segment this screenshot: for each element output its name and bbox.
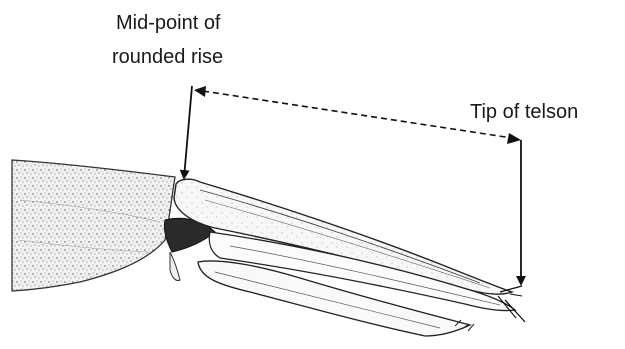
- midpoint-arrow: [184, 86, 192, 178]
- tip-of-telson-label: Tip of telson: [470, 100, 578, 124]
- midpoint-label-line2: rounded rise: [112, 45, 223, 69]
- abdomen-segment: [12, 160, 175, 291]
- dashed-arrow-left-head: [194, 86, 206, 97]
- dashed-arrow-right-head: [507, 133, 521, 144]
- lower-appendage: [170, 252, 180, 281]
- midpoint-label-line1: Mid-point of: [116, 11, 221, 35]
